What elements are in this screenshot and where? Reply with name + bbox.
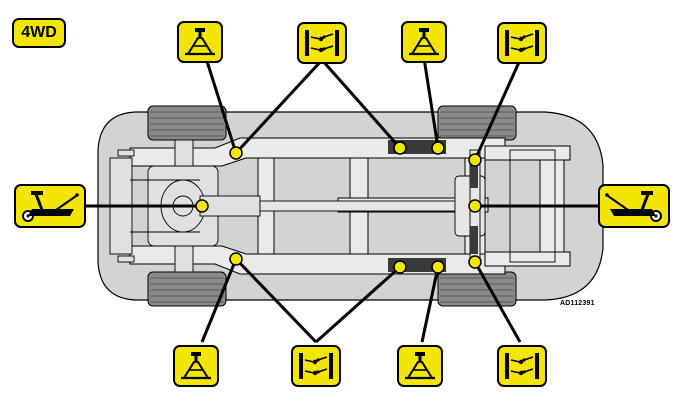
figure-code: AD112391 [560, 300, 595, 307]
lift-arm-icon [497, 22, 547, 64]
lift-point-front-center [195, 199, 209, 213]
jack-stand-icon [176, 20, 224, 64]
leader-lines [84, 57, 602, 344]
lift-arm-icon [497, 345, 547, 387]
lift-arm-icon [291, 345, 341, 387]
lift-point-rear-right [468, 255, 482, 269]
jack-stand-icon [400, 20, 448, 64]
lift-point-left-front [229, 146, 243, 160]
lift-point-rear-center [468, 199, 482, 213]
jack-stand-icon [396, 344, 444, 388]
lift-point-left-rear [431, 141, 445, 155]
lift-point-right-front [229, 252, 243, 266]
lift-arm-icon [297, 22, 347, 64]
jack-stand-icon [172, 344, 220, 388]
floor-jack-icon [13, 183, 87, 229]
drive-type-badge: 4WD [12, 18, 66, 48]
floor-jack-icon [597, 183, 671, 229]
lift-point-right-rear [431, 260, 445, 274]
lift-point-left-mid [393, 141, 407, 155]
lift-point-rear-left [468, 153, 482, 167]
lift-point-right-mid [393, 260, 407, 274]
lift-point-dots [195, 141, 482, 274]
